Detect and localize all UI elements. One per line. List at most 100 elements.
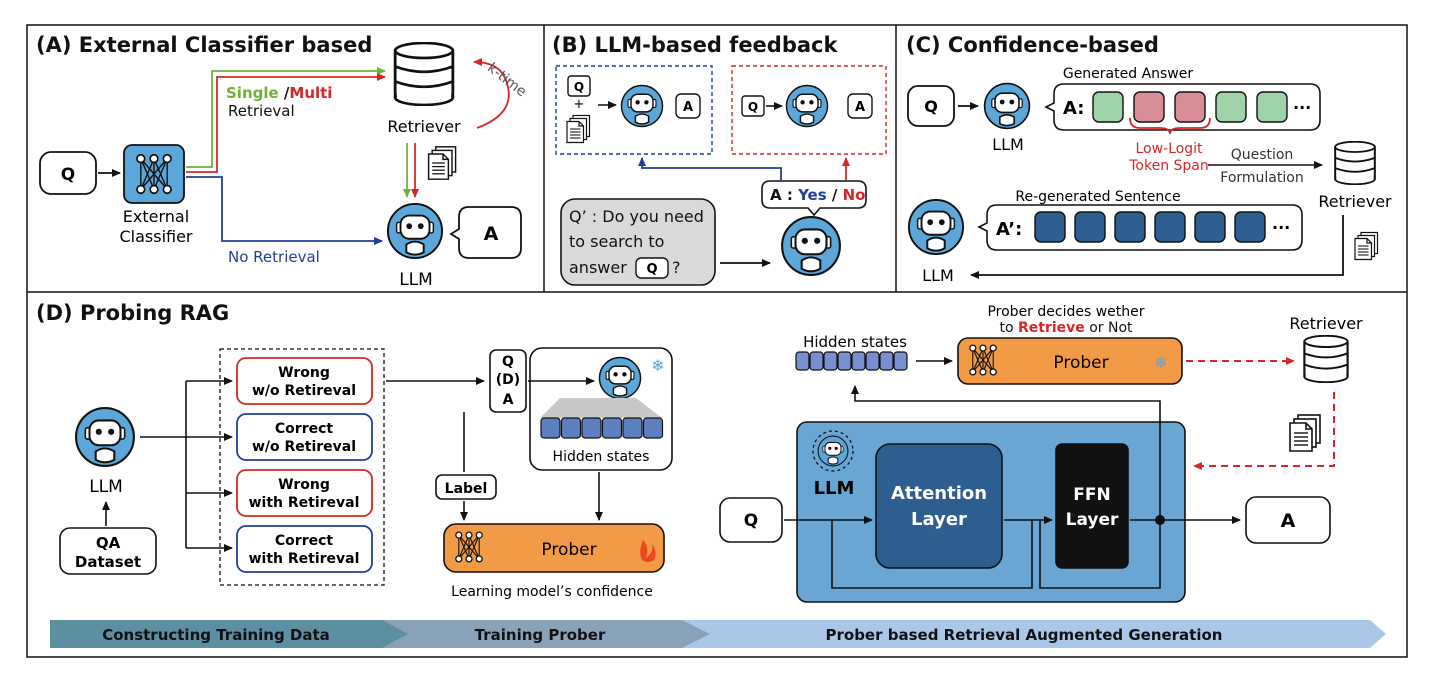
- panel-c-title: (C) Confidence-based: [906, 33, 1159, 57]
- yes-no-text: A : Yes / No: [770, 186, 865, 204]
- hidden-state-cell: [540, 417, 561, 439]
- retrieval-dashed-box: [555, 65, 713, 155]
- outer-frame: [26, 24, 1408, 658]
- projection-shade: [540, 398, 662, 418]
- training-data-box-line: with Retireval: [249, 551, 360, 567]
- generated-a-label: A:: [1063, 98, 1084, 119]
- hidden-state-cells: [540, 417, 664, 439]
- question-q-label: Q: [646, 262, 657, 277]
- training-data-box-line: Wrong: [278, 365, 330, 381]
- b-slash: /: [827, 186, 843, 204]
- green-token: [1215, 91, 1247, 123]
- blue-token: [1194, 211, 1226, 243]
- panel-d: (D) Probing RAG LLM QA Dataset Wrongw/o …: [36, 301, 1363, 603]
- qa-dataset-line-2: Dataset: [75, 553, 141, 571]
- right-hidden-states-label: Hidden states: [803, 333, 907, 351]
- d-retriever-label: Retriever: [1289, 314, 1363, 333]
- hidden-tap-arrow: [851, 385, 1161, 515]
- snowflake-icon: ❄: [651, 356, 664, 375]
- decides-or-not: or Not: [1085, 320, 1133, 336]
- panel-b: (B) LLM-based feedback Q + A Q A A : Yes…: [552, 33, 887, 286]
- red-token: [1174, 91, 1206, 123]
- training-data-box-line: w/o Retireval: [252, 439, 356, 455]
- generated-ellipsis: ···: [1293, 98, 1311, 117]
- question-line-1: Q’ : Do you need: [569, 207, 704, 226]
- b-robot-icon-right: [785, 84, 829, 128]
- blue-token: [1154, 211, 1186, 243]
- b-answer-chip-left: [675, 93, 701, 119]
- label-text: Label: [445, 481, 488, 497]
- llm-dashed-ring: [812, 430, 854, 472]
- regenerated-a-prime: A’:: [996, 219, 1022, 240]
- d-llm-label: LLM: [89, 477, 123, 497]
- junction-dot: [1155, 515, 1165, 525]
- training-data-box: [236, 469, 373, 517]
- prober-decides-line-1: Prober decides wether: [987, 304, 1144, 320]
- d-documents-icon: [1289, 414, 1321, 452]
- training-data-box: [236, 525, 373, 573]
- question-formulation-2: Formulation: [1220, 170, 1303, 186]
- attention-line-2: Layer: [911, 509, 967, 530]
- d-retriever-db-icon: [1303, 335, 1349, 383]
- blue-token: [1114, 211, 1146, 243]
- blue-token: [1034, 211, 1066, 243]
- blue-token: [1074, 211, 1106, 243]
- training-data-dashed-box: [219, 348, 385, 586]
- d-query-box: [719, 497, 783, 543]
- multi-route-line: [186, 73, 386, 173]
- hidden-state-cell: [560, 417, 582, 439]
- b-robot-icon-left: [620, 84, 664, 128]
- stage-segment-constructing: [50, 620, 408, 648]
- c-robot-icon-bottom: [907, 198, 965, 256]
- prober-snowflake-icon: ❄: [1154, 353, 1167, 372]
- prober-decides-line-2: to Retrieve or Not: [999, 320, 1133, 336]
- llm-robot-icon: [386, 202, 444, 260]
- training-data-box-line: w/o Retireval: [252, 383, 356, 399]
- right-hidden-state-cell: [879, 351, 894, 371]
- stage-label-constructing: Constructing Training Data: [102, 626, 330, 644]
- green-token: [1256, 91, 1288, 123]
- slash-label: /: [279, 84, 290, 102]
- hidden-state-cell: [622, 417, 643, 439]
- residual-2: [1039, 520, 1161, 589]
- ffn-line-1: FFN: [1073, 485, 1110, 505]
- c-query-box: [907, 85, 955, 127]
- question-bubble: [560, 198, 716, 286]
- ffn-layer-box: [1055, 443, 1129, 569]
- single-route-line: [186, 67, 386, 168]
- training-data-box-line: Correct: [275, 533, 333, 549]
- d-frozen-robot-icon: [598, 356, 642, 400]
- question-formulation-1: Question: [1231, 147, 1294, 163]
- training-prober-box: [443, 523, 665, 573]
- question-tail: ?: [672, 258, 681, 277]
- hidden-state-cell: [642, 417, 664, 439]
- training-prober-label: Prober: [541, 540, 596, 560]
- panel-d-title: (D) Probing RAG: [36, 301, 229, 325]
- b-plus-label: +: [574, 97, 585, 112]
- residual-1: [831, 520, 1033, 589]
- regenerated-tokens: [1034, 211, 1266, 243]
- b-query-label: Q: [574, 80, 584, 94]
- c-llm-label: LLM: [992, 135, 1024, 154]
- yes-arrow: [638, 157, 782, 180]
- right-hidden-state-cell: [837, 351, 852, 371]
- no-label: No: [843, 186, 866, 204]
- regenerated-ellipsis: ···: [1272, 218, 1290, 237]
- hidden-state-cell: [581, 417, 602, 439]
- single-label: Single: [226, 84, 279, 102]
- retrieval-label: Retrieval: [228, 102, 295, 120]
- qda-q: Q: [502, 354, 514, 370]
- retrieved-docs-arrow: [1193, 392, 1335, 470]
- documents-icon: [427, 146, 457, 180]
- question-q-chip: [635, 257, 669, 279]
- right-hidden-state-cell: [893, 351, 908, 371]
- attention-layer-box: [875, 443, 1003, 569]
- d-answer-box: [1245, 496, 1331, 544]
- k-time-loop: [473, 58, 510, 129]
- b-answer-label-left: A: [683, 100, 693, 115]
- b-robot-icon-bottom: [781, 216, 841, 276]
- low-logit-line-2: Token Span: [1128, 158, 1209, 174]
- qda-d: (D): [496, 372, 520, 388]
- b-documents-icon: [566, 114, 591, 144]
